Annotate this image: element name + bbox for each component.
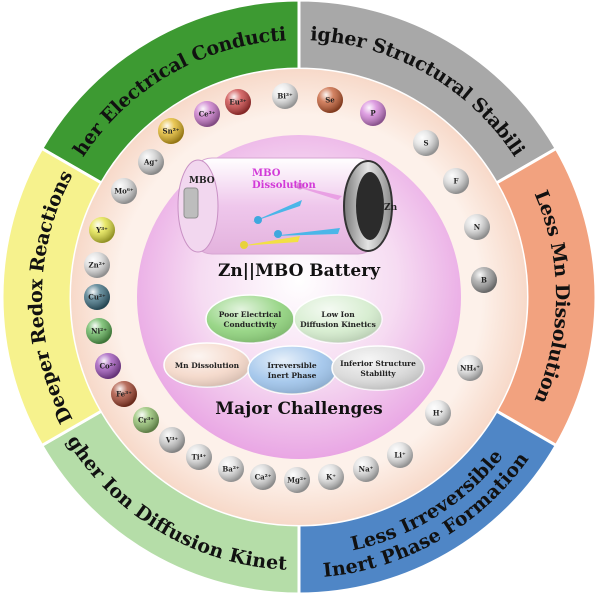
ion-ball: K⁺	[318, 464, 344, 490]
ion-label: Ni²⁺	[91, 327, 107, 336]
ion-ball: Fe³⁺	[111, 381, 137, 407]
ion-label: Cr³⁺	[138, 416, 154, 425]
ion-ball: Cu²⁺	[84, 284, 110, 310]
ion-label: Zn²⁺	[89, 261, 106, 270]
ion-ball: Ti⁴⁺	[186, 444, 212, 470]
ion-label: Sn²⁺	[163, 127, 180, 136]
ion-arrow	[272, 228, 340, 236]
ion-ball: Eu³⁺	[225, 89, 251, 115]
ion-ball: S	[413, 130, 439, 156]
ion-label: Co²⁺	[99, 362, 116, 371]
ion-label: Li⁺	[394, 451, 406, 460]
challenge-label: Inert Phase	[268, 371, 317, 380]
ion-label: Cu²⁺	[88, 293, 106, 302]
ion-label: Se	[325, 96, 335, 105]
battery-title: Zn||MBO Battery	[218, 261, 381, 281]
ion-arrow	[240, 236, 300, 246]
ion-ball: Li⁺	[387, 442, 413, 468]
ion-label: F	[454, 177, 459, 186]
ion-label: Mo⁶⁺	[114, 187, 133, 196]
ion-ball: F	[443, 168, 469, 194]
ion-arrow	[252, 200, 302, 222]
ion-ball: Ce³⁺	[194, 101, 220, 127]
ion-label: NH₄⁺	[460, 364, 480, 373]
ion-label: Ag⁺	[143, 158, 158, 167]
challenge-label: Low Ion	[321, 310, 355, 319]
anode-label: Zn	[384, 203, 398, 213]
challenge-label: Poor Electrical	[219, 310, 282, 319]
ion-ball: Na⁺	[353, 456, 379, 482]
challenge-label: Stability	[360, 369, 396, 378]
ion-label: Na⁺	[359, 465, 374, 474]
ion-label: Fe³⁺	[116, 390, 132, 399]
ion-ball: H⁺	[425, 400, 451, 426]
ion-dot	[254, 216, 262, 224]
ion-dot	[296, 182, 304, 190]
ion-label: Y³⁺	[95, 226, 108, 235]
ion-dot	[274, 230, 282, 238]
ion-ball: Ni²⁺	[86, 318, 112, 344]
ion-ball: NH₄⁺	[457, 355, 483, 381]
ion-label: Ca²⁺	[255, 473, 272, 482]
ion-ball: N	[464, 214, 490, 240]
challenge-label: Inferior Structure	[340, 359, 416, 368]
ion-ring: Cu²⁺ Ni²⁺ Co²⁺ Fe³⁺ Cr³⁺ V³⁺ Ti⁴⁺ Ba²⁺ Ca²⁺ Mg²⁺ K…	[84, 83, 497, 493]
ion-label: V³⁺	[165, 436, 178, 445]
ion-ball: Zn²⁺	[84, 252, 110, 278]
ion-label: Ce³⁺	[199, 110, 216, 119]
battery-terminal	[183, 187, 199, 219]
ion-ball: P	[360, 100, 386, 126]
challenge-label: Conductivity	[223, 320, 277, 329]
ion-ball: Ag⁺	[138, 149, 164, 175]
ion-label: P	[370, 109, 376, 118]
ion-ball: Y³⁺	[89, 217, 115, 243]
ion-ball: Se	[317, 87, 343, 113]
ion-label: B	[481, 276, 487, 285]
ion-ball: B	[471, 267, 497, 293]
ion-ball: Ca²⁺	[250, 464, 276, 490]
battery-illustration: MBO Zn MBO Dissolution	[177, 157, 398, 255]
challenges-title: Major Challenges	[215, 399, 382, 419]
dissolution-label-2: Dissolution	[252, 180, 317, 191]
ion-ball: V³⁺	[159, 427, 185, 453]
ion-label: Ba²⁺	[222, 465, 240, 474]
challenge-label: Diffusion Kinetics	[300, 320, 376, 329]
challenge-label: Irreversible	[267, 361, 316, 370]
ion-ball: Mo⁶⁺	[111, 178, 137, 204]
ion-ball: Bi³⁺	[272, 83, 298, 109]
cathode-label: MBO	[189, 176, 215, 186]
ion-label: H⁺	[433, 409, 444, 418]
ion-label: Mg²⁺	[287, 476, 307, 485]
ion-label: Bi³⁺	[277, 92, 293, 101]
ion-label: Ti⁴⁺	[192, 453, 207, 462]
ion-ball: Mg²⁺	[284, 467, 310, 493]
ion-ball: Sn²⁺	[158, 118, 184, 144]
challenge-bubble: Mn Dissolution	[163, 342, 251, 388]
ion-label: Eu³⁺	[229, 98, 246, 107]
ion-ball: Cr³⁺	[133, 407, 159, 433]
dissolution-label-1: MBO	[252, 168, 281, 179]
zn-anode-inner	[356, 172, 384, 240]
ion-label: N	[474, 223, 481, 232]
ion-ball: Ba²⁺	[218, 456, 244, 482]
ion-label: S	[423, 139, 428, 148]
ion-dot	[240, 241, 248, 249]
ion-label: K⁺	[326, 473, 336, 482]
ion-ball: Co²⁺	[95, 353, 121, 379]
challenge-label: Mn Dissolution	[175, 361, 240, 370]
